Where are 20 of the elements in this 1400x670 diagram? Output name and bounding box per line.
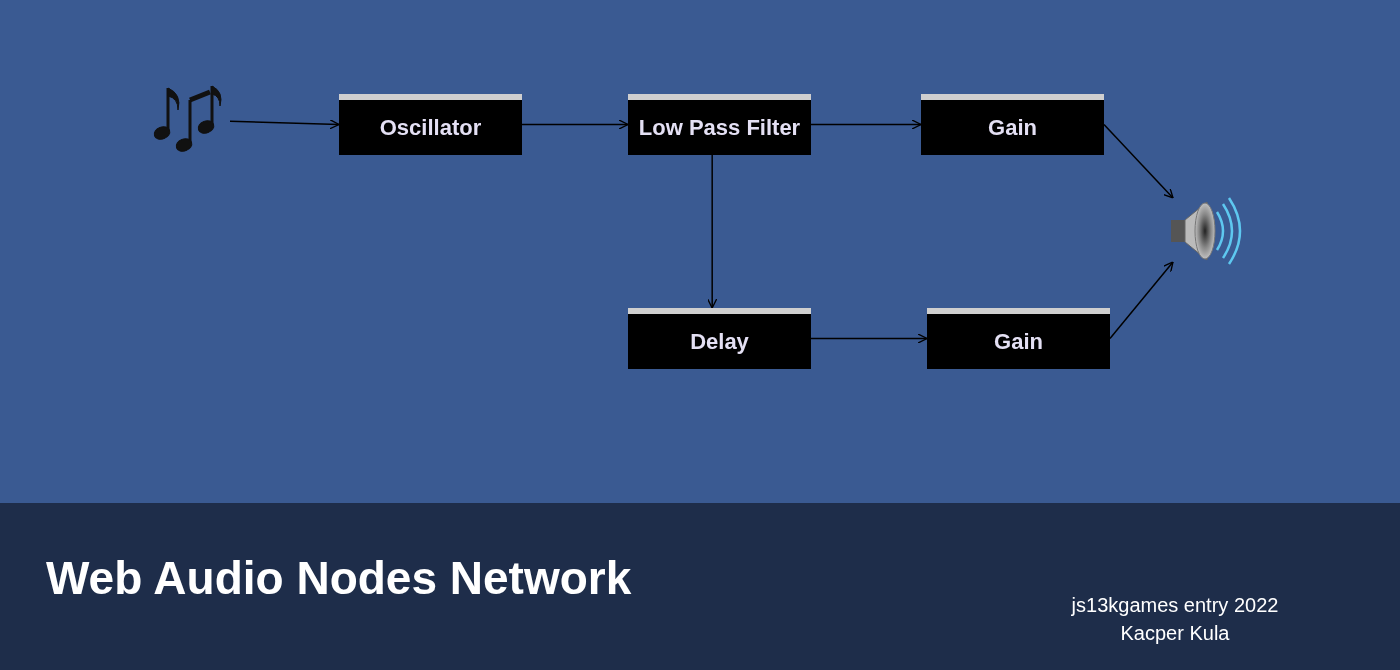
process-box bbox=[628, 308, 811, 369]
arrow bbox=[229, 119, 340, 130]
process-box bbox=[339, 94, 522, 155]
process-box bbox=[927, 308, 1110, 369]
arrow bbox=[810, 333, 928, 344]
arrow bbox=[810, 119, 922, 130]
arrow bbox=[521, 119, 629, 130]
diagram-title: Web Audio Nodes Network bbox=[46, 551, 632, 605]
arrow bbox=[1109, 261, 1174, 340]
process-box bbox=[628, 94, 811, 155]
credit-text: Kacper Kula bbox=[1120, 621, 1230, 646]
node-label: Gain bbox=[988, 114, 1037, 141]
arrow bbox=[1103, 123, 1174, 199]
node-label: Delay bbox=[690, 328, 749, 355]
arrow bbox=[707, 154, 718, 309]
node-label: Low Pass Filter bbox=[638, 114, 801, 141]
node-label: Gain bbox=[994, 328, 1043, 355]
process-box bbox=[921, 94, 1104, 155]
credit-text: js13kgames entry 2022 bbox=[1071, 593, 1279, 618]
node-label: Oscillator bbox=[379, 114, 482, 141]
